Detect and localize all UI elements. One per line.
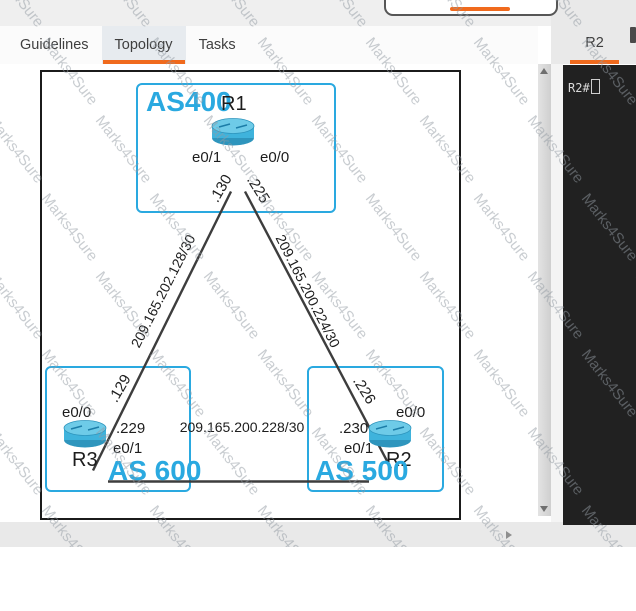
panel-divider xyxy=(551,64,563,522)
tab-guidelines[interactable]: Guidelines xyxy=(20,37,89,53)
r2-ip-230-label: .230 xyxy=(339,420,369,437)
as400-box xyxy=(136,83,336,213)
r2-e01-label: e0/1 xyxy=(344,440,374,457)
r3-e00-label: e0/0 xyxy=(62,404,92,421)
scroll-up-icon[interactable] xyxy=(540,68,548,74)
as400-label: AS400 xyxy=(146,86,232,117)
router-r1-label: R1 xyxy=(221,93,247,115)
popup-fragment xyxy=(384,0,558,16)
as600-label: AS 600 xyxy=(108,455,202,486)
terminal-cursor xyxy=(590,79,600,94)
link-r3-r2-subnet: 209.165.200.228/30 xyxy=(179,419,305,435)
left-tabbar: Guidelines Topology Tasks xyxy=(0,26,538,64)
terminal-r2[interactable]: R2# xyxy=(563,65,636,525)
bottom-strip xyxy=(0,522,636,547)
r1-e00-label: e0/0 xyxy=(260,149,290,166)
console-tab-r2-underline xyxy=(570,60,619,64)
scroll-right-icon[interactable] xyxy=(506,531,512,539)
as500-label: AS 500 xyxy=(315,455,409,486)
router-r3-label: R3 xyxy=(72,449,98,471)
tab-topology[interactable]: Topology xyxy=(101,26,186,64)
r3-e01-label: e0/1 xyxy=(113,440,143,457)
popup-orange-link xyxy=(450,7,510,11)
scroll-down-icon[interactable] xyxy=(540,506,548,512)
r2-e00-label: e0/0 xyxy=(396,404,426,421)
r3-ip-229-label: .229 xyxy=(116,420,146,437)
router-r1-icon[interactable] xyxy=(210,117,256,147)
router-r3-icon[interactable] xyxy=(62,419,108,449)
console-tabbar xyxy=(551,0,636,64)
terminal-prompt: R2# xyxy=(568,81,590,95)
tab-tasks[interactable]: Tasks xyxy=(198,37,236,53)
topology-panel: AS400 R1 e0/1 e0/0 .130 .225 209.165.202… xyxy=(0,64,538,522)
console-tab-r2[interactable]: R2 xyxy=(585,35,604,51)
partial-tab-fragment xyxy=(630,27,636,43)
router-r2-label: R2 xyxy=(386,449,412,471)
vertical-scrollbar[interactable] xyxy=(538,64,551,516)
router-r2-icon[interactable] xyxy=(367,419,413,449)
r1-e01-label: e0/1 xyxy=(192,149,222,166)
